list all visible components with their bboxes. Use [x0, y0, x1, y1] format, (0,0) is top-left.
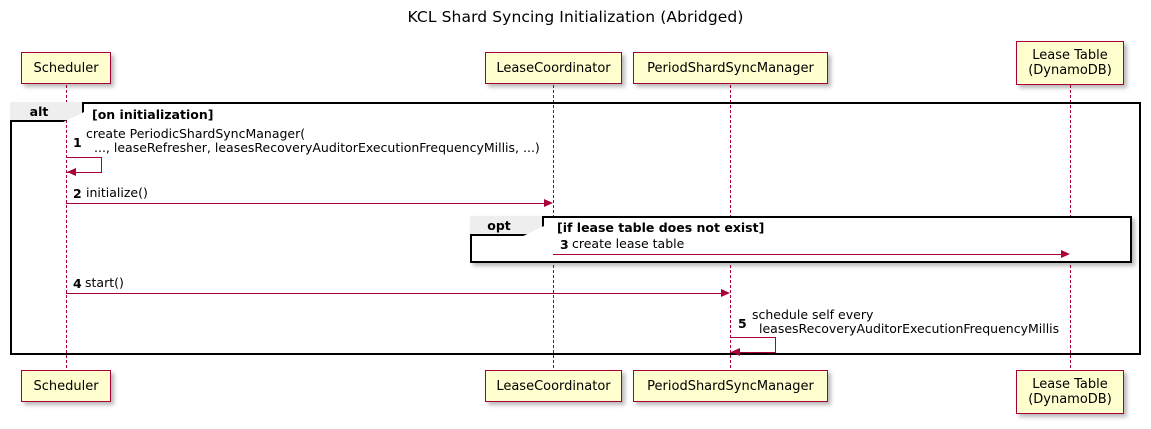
participant-period-shard-sync-manager-bottom[interactable]: PeriodShardSyncManager	[633, 370, 828, 402]
message-1-label-line2: ..., leaseRefresher, leasesRecoveryAudit…	[94, 140, 540, 155]
participant-period-shard-sync-manager-label: PeriodShardSyncManager	[647, 60, 814, 76]
group-opt-tab: opt	[470, 216, 544, 236]
message-2-label: initialize()	[86, 185, 148, 200]
message-3-label: create lease table	[572, 236, 685, 251]
message-4-label: start()	[85, 275, 124, 290]
participant-scheduler-bottom[interactable]: Scheduler	[21, 370, 111, 402]
participant-lease-table-label-line1: Lease Table	[1032, 48, 1108, 63]
message-1-label-line1: create PeriodicShardSyncManager(	[86, 126, 306, 141]
participant-lease-coordinator-top[interactable]: LeaseCoordinator	[485, 52, 622, 84]
diagram-title: KCL Shard Syncing Initialization (Abridg…	[407, 8, 744, 26]
message-4-line	[66, 293, 721, 294]
participant-scheduler-label: Scheduler	[33, 60, 99, 76]
group-alt-guard: [on initialization]	[92, 107, 214, 122]
group-opt	[470, 216, 1132, 263]
participant-lease-coordinator-label: LeaseCoordinator	[496, 60, 611, 76]
participant-lease-table-top[interactable]: Lease Table (DynamoDB)	[1016, 41, 1124, 85]
group-alt-tab: alt	[10, 102, 84, 122]
message-5-self-loop	[730, 337, 776, 353]
participant-period-shard-sync-manager-label-bottom: PeriodShardSyncManager	[647, 378, 814, 394]
message-1-number: 1	[73, 135, 82, 150]
message-5-arrowhead	[731, 348, 740, 356]
participant-scheduler-top[interactable]: Scheduler	[21, 52, 111, 84]
group-opt-guard: [if lease table does not exist]	[557, 220, 765, 235]
message-4-arrowhead	[721, 289, 730, 297]
participant-lease-table-label-line1-bottom: Lease Table	[1032, 377, 1108, 392]
group-alt	[10, 102, 1141, 355]
message-3-line	[553, 254, 1061, 255]
group-opt-operator: opt	[487, 217, 511, 233]
participant-scheduler-label-bottom: Scheduler	[33, 378, 99, 394]
message-2-arrowhead	[544, 199, 553, 207]
participant-lease-table-label-line2: (DynamoDB)	[1028, 63, 1112, 78]
message-5-label-line1: schedule self every	[752, 307, 874, 322]
message-3-arrowhead	[1061, 250, 1070, 258]
participant-lease-coordinator-label-bottom: LeaseCoordinator	[496, 378, 611, 394]
participant-period-shard-sync-manager-top[interactable]: PeriodShardSyncManager	[633, 52, 828, 84]
participant-lease-table-bottom[interactable]: Lease Table (DynamoDB)	[1016, 370, 1124, 414]
participant-lease-coordinator-bottom[interactable]: LeaseCoordinator	[485, 370, 622, 402]
message-5-number: 5	[738, 316, 747, 331]
message-5-label-line2: leasesRecoveryAuditorExecutionFrequencyM…	[759, 321, 1060, 336]
group-alt-operator: alt	[29, 103, 49, 119]
message-3-number: 3	[560, 237, 569, 252]
message-1-self-loop	[66, 157, 102, 173]
message-2-line	[66, 203, 544, 204]
lifeline-scheduler	[66, 85, 67, 368]
message-4-number: 4	[73, 276, 82, 291]
message-2-number: 2	[73, 186, 82, 201]
participant-lease-table-label-line2-bottom: (DynamoDB)	[1028, 392, 1112, 407]
message-1-arrowhead	[67, 168, 76, 176]
